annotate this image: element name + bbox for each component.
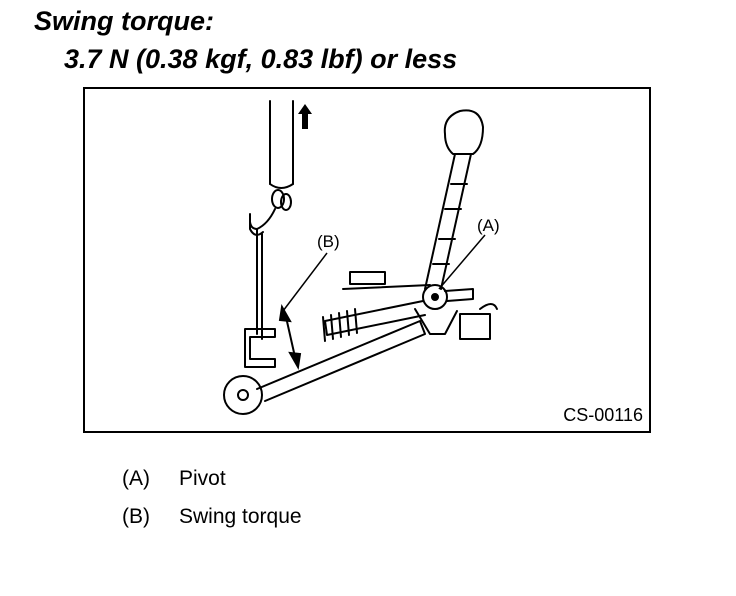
legend: (A) Pivot (B) Swing torque [122, 460, 302, 536]
torque-spec: 3.7 N (0.38 kgf, 0.83 lbf) or less [64, 44, 458, 74]
legend-text: Pivot [179, 467, 226, 490]
figure-code: CS-00116 [563, 405, 643, 425]
shift-lever-drawing: (B) (A) [223, 100, 500, 415]
page-title: Swing torque: [34, 6, 214, 36]
legend-item-pivot: (A) Pivot [122, 460, 302, 498]
callout-a-label: (A) [477, 216, 500, 235]
shift-lever-illustration: (B) (A) CS-00116 [83, 87, 651, 433]
callout-b-label: (B) [317, 232, 340, 251]
legend-item-swing-torque: (B) Swing torque [122, 498, 302, 536]
legend-key: (B) [122, 505, 150, 528]
legend-key: (A) [122, 467, 150, 490]
legend-text: Swing torque [179, 505, 302, 528]
